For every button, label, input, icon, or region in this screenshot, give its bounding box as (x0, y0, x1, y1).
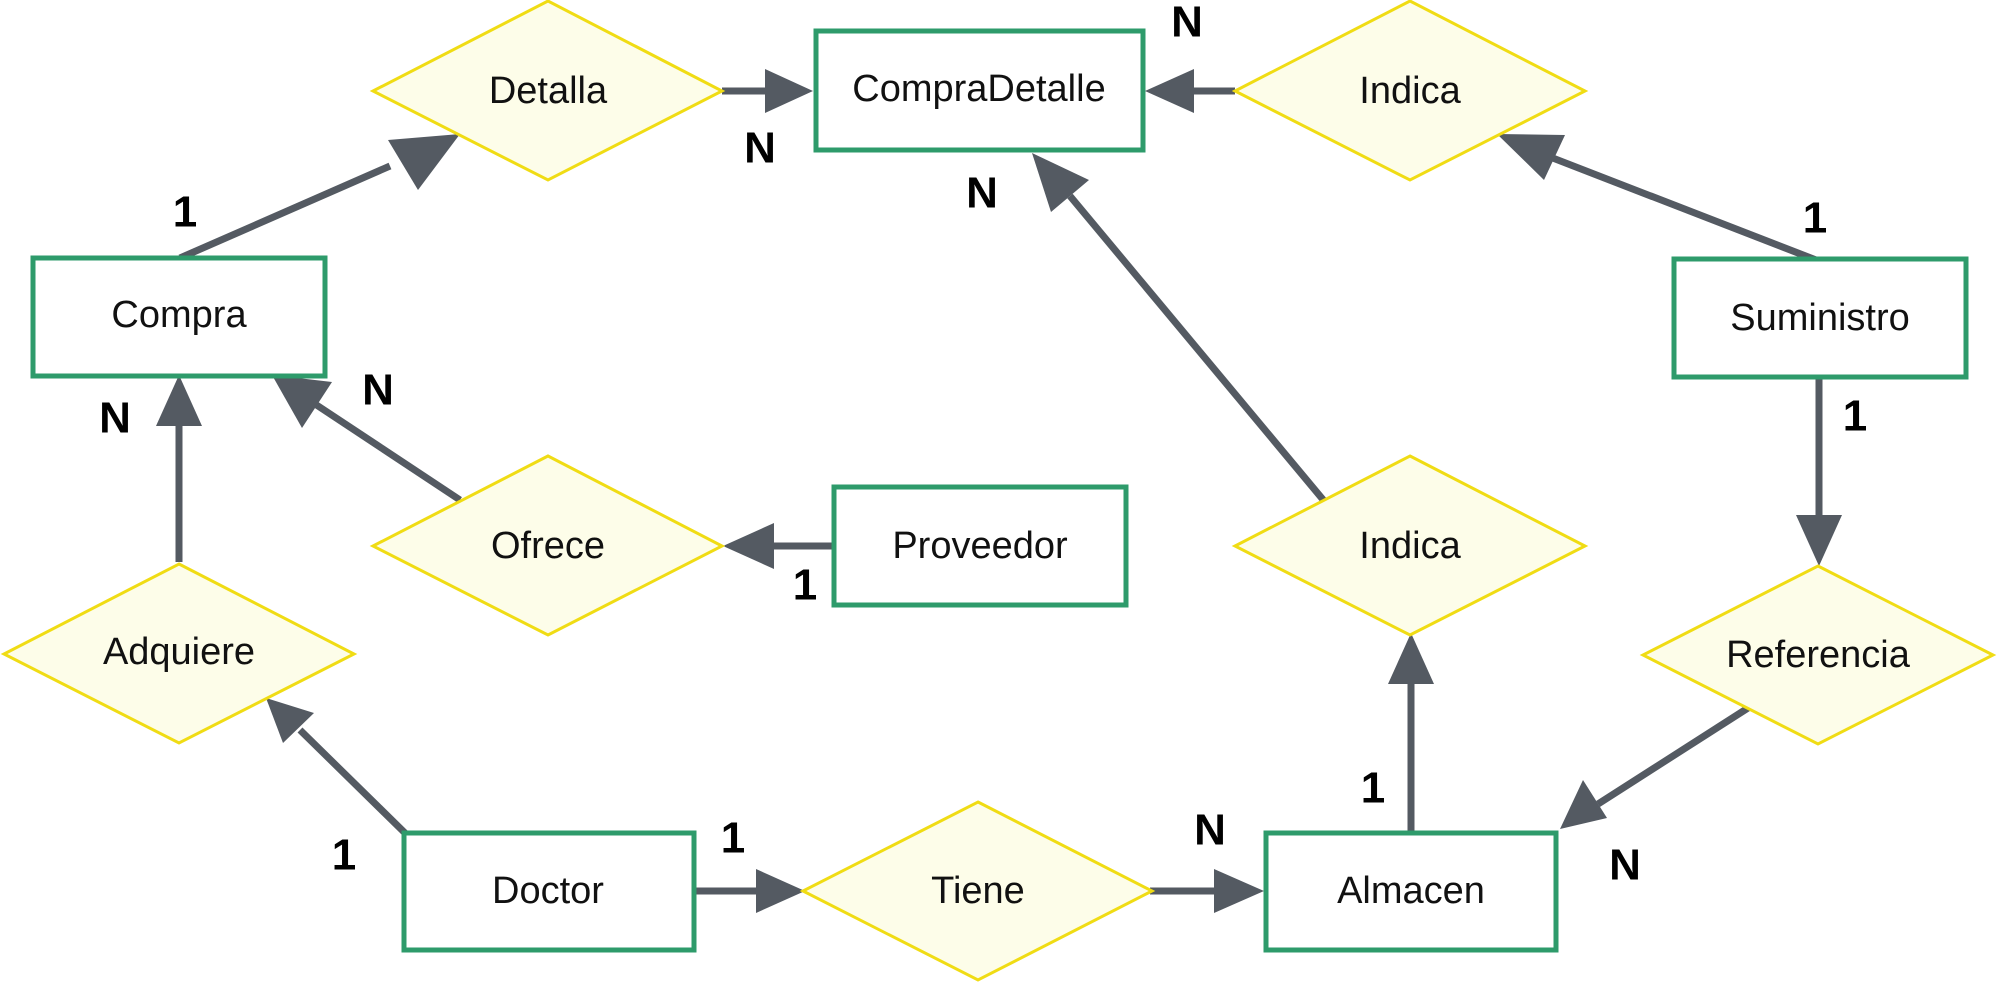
relationship-indica-mid[interactable]: Indica (1231, 454, 1589, 637)
entity-label: Almacen (1337, 870, 1485, 912)
cardinality-indica-top-compradetalle: N (1171, 0, 1203, 47)
entity-proveedor[interactable]: Proveedor (831, 484, 1129, 608)
edge-detalla-compradetalle (722, 69, 813, 113)
arrowhead-icon (765, 69, 813, 113)
arrowhead-icon (266, 698, 314, 743)
edge-tiene-almacen (1150, 869, 1264, 913)
edge-almacen-indica-mid (1388, 633, 1434, 833)
entity-label: CompraDetalle (852, 68, 1105, 110)
arrowhead-icon (723, 523, 774, 569)
entity-compradetalle[interactable]: CompraDetalle (813, 28, 1146, 153)
cardinality-referencia-almacen: N (1609, 841, 1641, 890)
arrowhead-icon (156, 375, 202, 426)
entity-label: Proveedor (892, 525, 1068, 567)
entity-compra[interactable]: Compra (30, 255, 328, 379)
cardinality-compra-detalla: 1 (173, 188, 197, 237)
relationship-indica-top[interactable]: Indica (1231, 0, 1589, 182)
cardinality-detalla-compradetalle: N (744, 124, 776, 173)
cardinality-proveedor-ofrece: 1 (793, 561, 817, 610)
cardinality-almacen-indica-mid: 1 (1361, 764, 1385, 813)
edge-referencia-almacen (1560, 705, 1750, 829)
cardinality-suministro-indica-top: 1 (1803, 194, 1827, 243)
edge-proveedor-ofrece (723, 523, 834, 569)
edge-doctor-adquiere (266, 698, 408, 836)
arrowhead-icon (1214, 869, 1264, 913)
cardinality-tiene-almacen: N (1194, 806, 1226, 855)
arrowhead-icon (1497, 134, 1565, 180)
entity-label: Doctor (492, 870, 604, 912)
relationship-detalla[interactable]: Detalla (369, 0, 726, 182)
edge-adquiere-compra (156, 375, 202, 562)
arrowhead-icon (1796, 515, 1842, 566)
relationship-label: Ofrece (491, 525, 605, 567)
cardinality-doctor-tiene: 1 (721, 814, 745, 863)
cardinality-suministro-referencia: 1 (1843, 392, 1867, 441)
cardinality-ofrece-compra: N (362, 366, 394, 415)
arrowhead-icon (756, 869, 805, 913)
arrowhead-icon (388, 134, 460, 190)
relationship-label: Referencia (1726, 634, 1911, 676)
edge-doctor-tiene (694, 869, 805, 913)
entity-suministro[interactable]: Suministro (1671, 256, 1969, 380)
relationship-adquiere[interactable]: Adquiere (0, 562, 358, 745)
arrowhead-icon (1388, 633, 1434, 684)
edge-suministro-referencia (1796, 376, 1842, 566)
arrowhead-icon (1560, 780, 1607, 829)
entity-doctor[interactable]: Doctor (401, 830, 697, 953)
cardinality-doctor-adquiere: 1 (332, 831, 356, 880)
arrowhead-icon (1032, 153, 1089, 212)
relationship-ofrece[interactable]: Ofrece (369, 454, 726, 637)
edge-suministro-indica-top (1497, 134, 1831, 269)
entity-almacen[interactable]: Almacen (1263, 830, 1559, 953)
relationship-label: Detalla (489, 70, 608, 112)
relationship-label: Tiene (931, 870, 1025, 912)
edge-compra-detalla (178, 134, 460, 262)
relationship-referencia[interactable]: Referencia (1639, 564, 1997, 746)
edge-indica-top-compradetalle (1145, 69, 1235, 113)
arrowhead-icon (272, 375, 332, 428)
entity-label: Suministro (1730, 297, 1910, 339)
relationship-label: Adquiere (103, 631, 255, 673)
cardinality-indica-mid-compradetalle: N (966, 169, 998, 218)
edge-indica-mid-compradetalle (1032, 153, 1328, 505)
arrowhead-icon (1145, 69, 1194, 113)
edge-ofrece-compra (272, 375, 462, 503)
relationship-label: Indica (1359, 525, 1461, 567)
cardinality-adquiere-compra: N (99, 394, 131, 443)
relationship-tiene[interactable]: Tiene (799, 800, 1156, 982)
relationship-label: Indica (1359, 70, 1461, 112)
entity-label: Compra (111, 294, 247, 336)
